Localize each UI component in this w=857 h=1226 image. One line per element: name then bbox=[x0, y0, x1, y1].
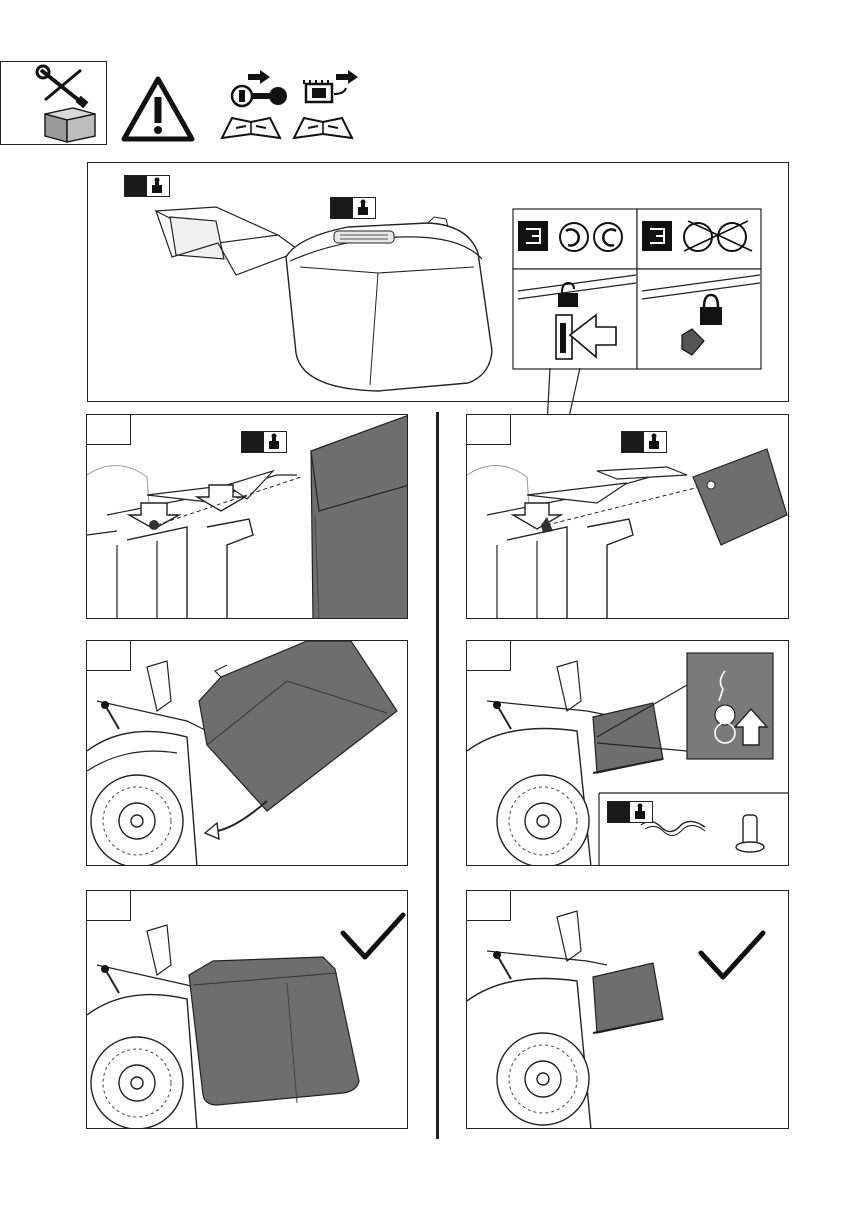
step-3a-drawing bbox=[87, 891, 408, 1129]
package-icon bbox=[630, 802, 650, 822]
step-2a-panel bbox=[86, 640, 408, 866]
disconnect-power-icon bbox=[298, 70, 362, 110]
parts-badge bbox=[607, 801, 653, 823]
step-3b-panel bbox=[466, 890, 789, 1129]
warning-icon bbox=[120, 75, 196, 143]
overview-panel bbox=[87, 162, 789, 402]
step-1b-drawing bbox=[467, 415, 789, 619]
overview-drawing bbox=[88, 163, 789, 402]
step-3a-panel bbox=[86, 890, 408, 1129]
tools-and-box-icon bbox=[1, 62, 108, 146]
checkmark-icon bbox=[701, 933, 763, 977]
checkmark-icon bbox=[343, 915, 403, 957]
manual-icon bbox=[290, 114, 356, 142]
step-2b-drawing bbox=[467, 641, 789, 866]
column-divider bbox=[436, 412, 439, 1139]
step-1a-panel bbox=[86, 414, 408, 619]
step-2a-drawing bbox=[87, 641, 408, 866]
step-1b-panel bbox=[466, 414, 789, 619]
step-1a-drawing bbox=[87, 415, 408, 619]
manual-icon bbox=[218, 114, 284, 142]
step-2b-panel bbox=[466, 640, 789, 866]
step-3b-drawing bbox=[467, 891, 789, 1129]
key-remove-icon bbox=[226, 70, 290, 110]
tools-box-badge bbox=[0, 61, 107, 145]
